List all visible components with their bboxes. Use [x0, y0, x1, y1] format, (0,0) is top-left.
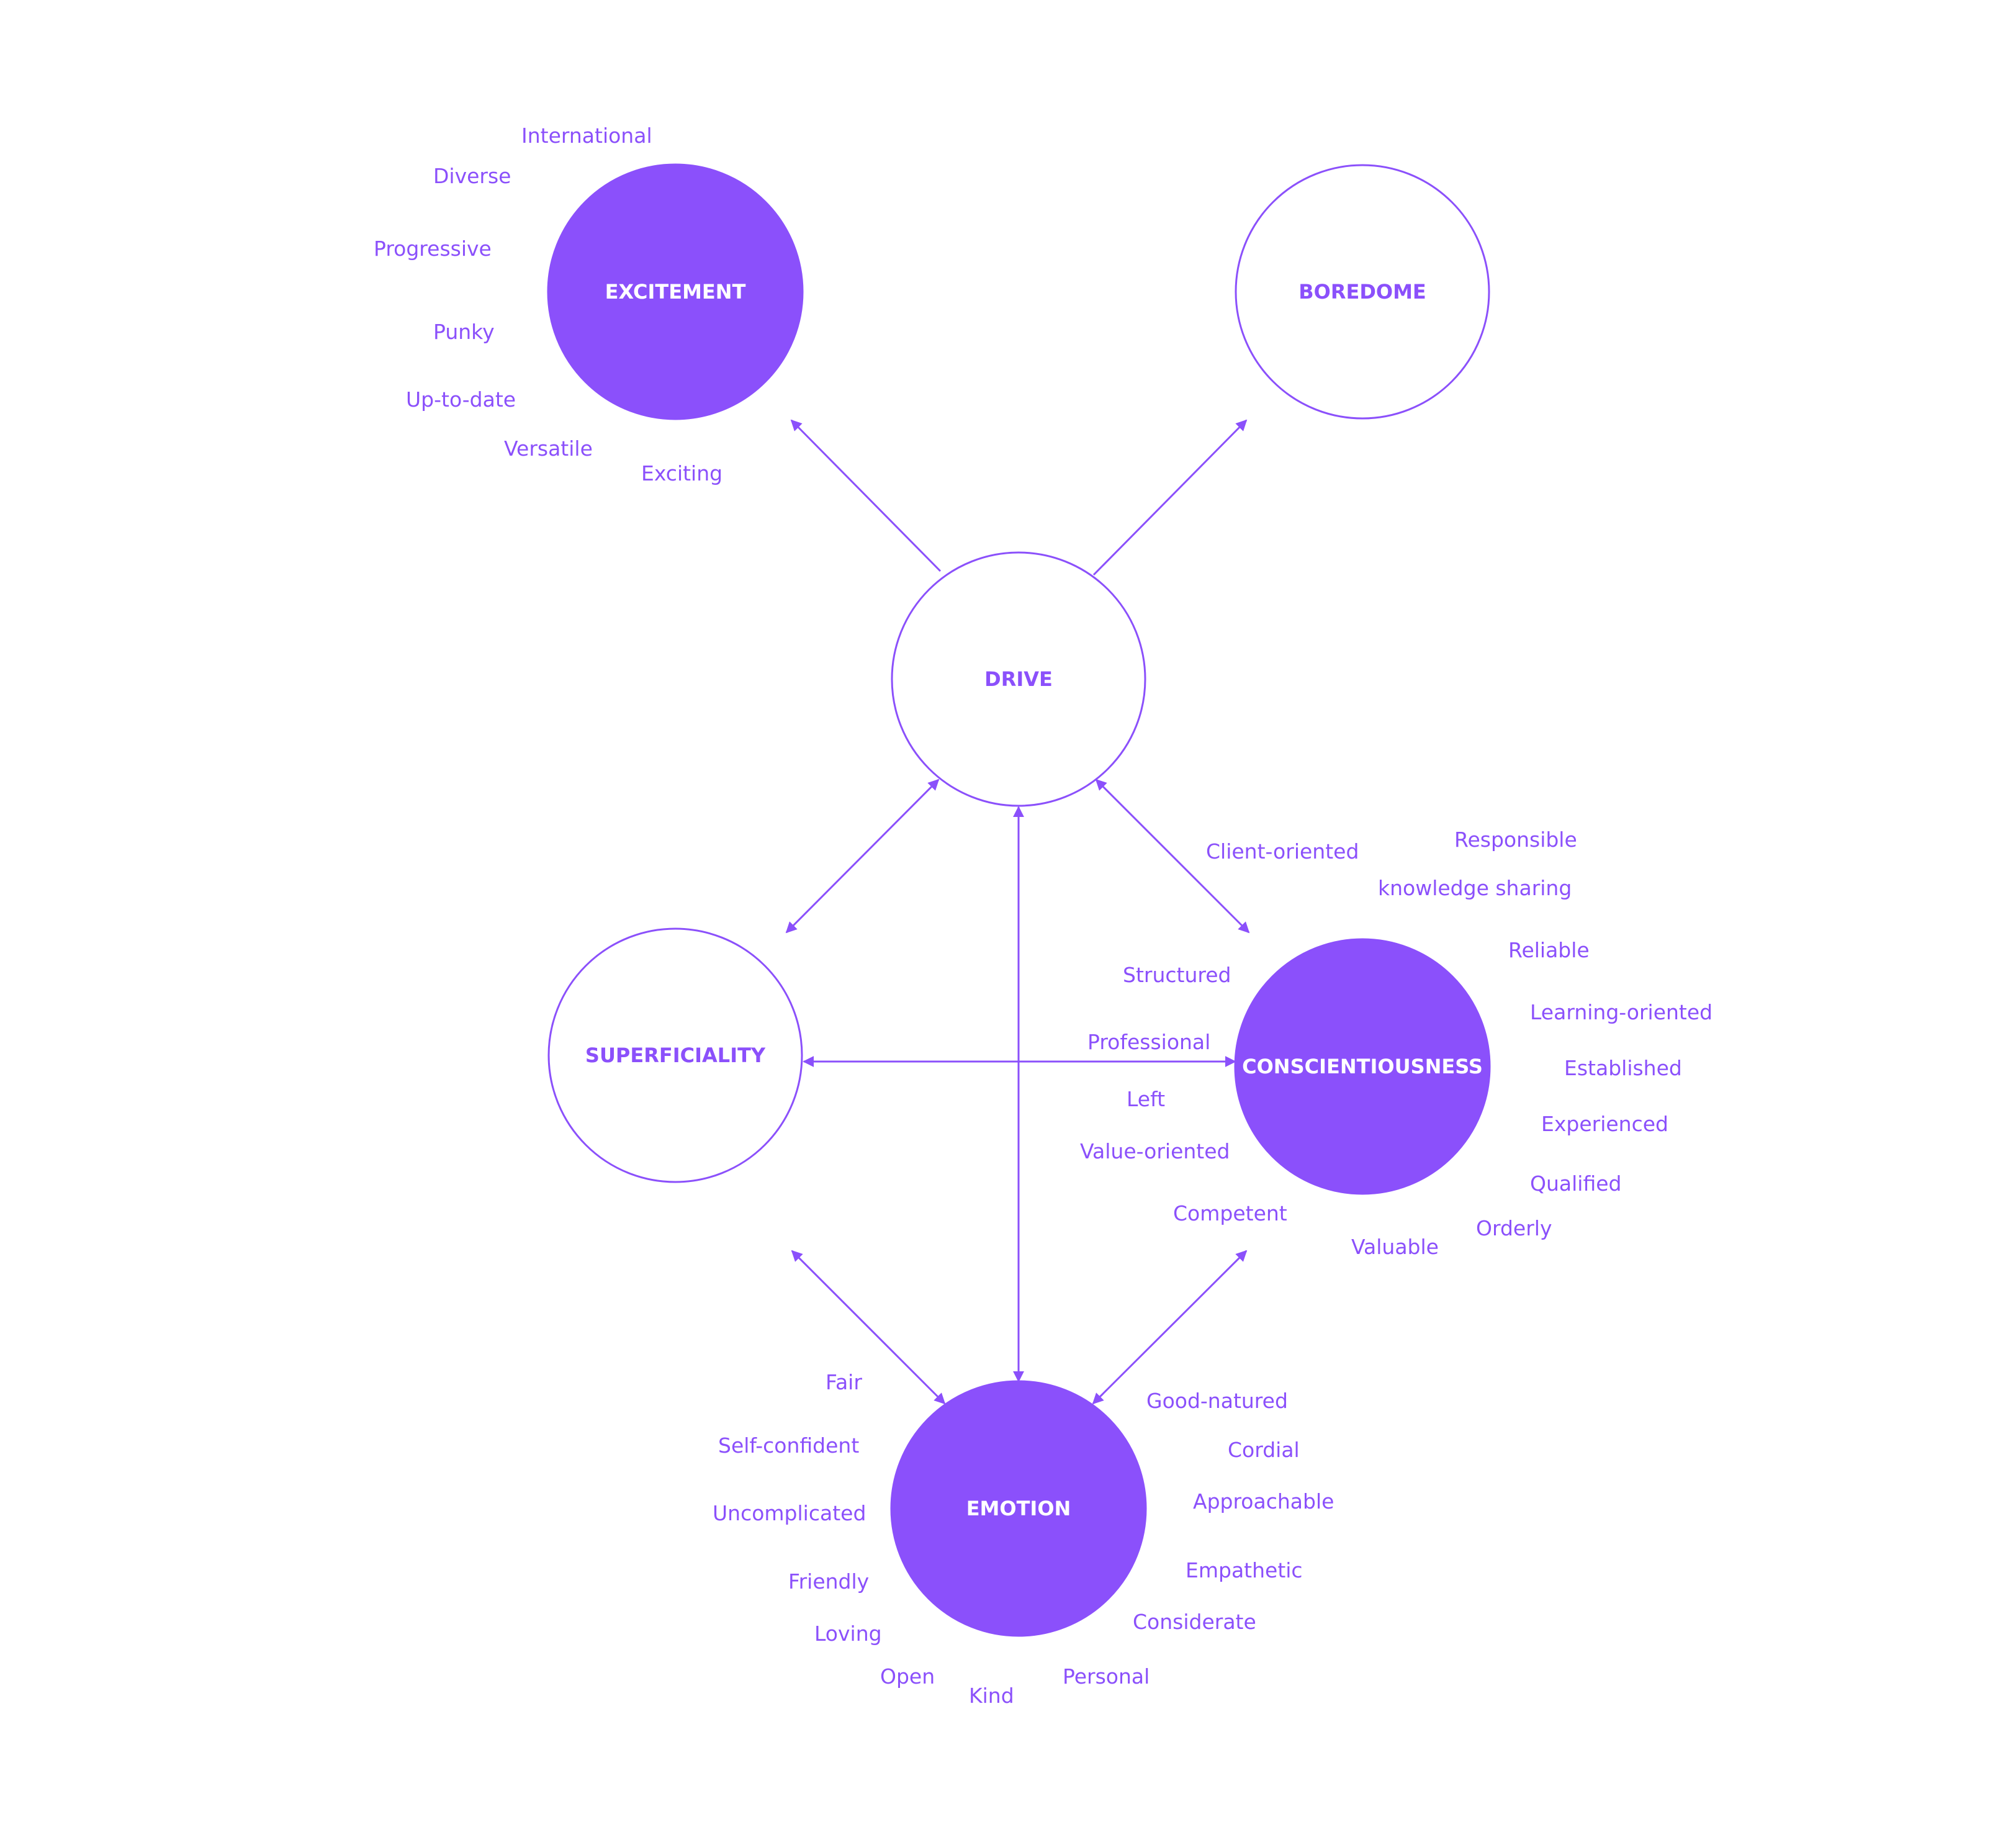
word-left: Left — [1127, 1087, 1165, 1111]
word-reliable: Reliable — [1508, 938, 1590, 962]
arrow-drive-to-boredome — [1092, 419, 1248, 576]
arrow-superficiality-emotion — [791, 1250, 946, 1405]
word-considerate: Considerate — [1133, 1610, 1256, 1634]
node-drive: DRIVE — [891, 551, 1146, 807]
word-open: Open — [880, 1664, 935, 1689]
arrow-drive-to-excitement — [790, 419, 942, 572]
node-boredome: BOREDOME — [1235, 164, 1490, 420]
word-loving: Loving — [814, 1621, 882, 1646]
word-established: Established — [1564, 1056, 1682, 1080]
word-friendly: Friendly — [788, 1569, 869, 1594]
word-valuable: Valuable — [1351, 1235, 1439, 1259]
node-label-excitement: EXCITEMENT — [605, 280, 746, 304]
word-experienced: Experienced — [1541, 1112, 1668, 1136]
conscientiousness-words: Client-oriented Responsible knowledge sh… — [1080, 828, 1712, 1259]
node-circle — [890, 1380, 1147, 1637]
node-label-emotion: EMOTION — [966, 1497, 1071, 1520]
word-punky: Punky — [433, 320, 495, 344]
connectors — [785, 419, 1250, 1405]
word-learning-oriented: Learning-oriented — [1530, 1000, 1712, 1024]
word-cordial: Cordial — [1228, 1438, 1300, 1462]
word-fair: Fair — [826, 1370, 862, 1394]
word-up-to-date: Up-to-date — [406, 387, 516, 412]
excitement-words: International Diverse Progressive Punky … — [374, 124, 722, 485]
node-emotion: EMOTION — [890, 1380, 1147, 1637]
emotion-words: Fair Good-natured Self-confident Cordial… — [713, 1370, 1334, 1708]
word-versatile: Versatile — [504, 436, 593, 461]
node-circle — [547, 163, 804, 420]
word-approachable: Approachable — [1193, 1489, 1334, 1513]
node-circle — [1234, 938, 1491, 1195]
word-kind: Kind — [969, 1684, 1014, 1708]
arrow-drive-superficiality — [785, 778, 940, 934]
node-circle — [1235, 164, 1490, 420]
node-label-drive: DRIVE — [984, 667, 1053, 691]
word-uncomplicated: Uncomplicated — [713, 1501, 866, 1525]
node-label-boredome: BOREDOME — [1298, 280, 1426, 304]
word-knowledge-sharing: knowledge sharing — [1378, 876, 1572, 900]
node-circle — [891, 551, 1146, 807]
word-international: International — [521, 124, 652, 148]
arrow-drive-conscientiousness — [1095, 778, 1250, 934]
arrow-conscientiousness-emotion — [1092, 1250, 1248, 1405]
word-progressive: Progressive — [374, 237, 492, 261]
word-empathetic: Empathetic — [1186, 1558, 1303, 1582]
word-self-confident: Self-confident — [718, 1433, 859, 1458]
word-professional: Professional — [1087, 1030, 1210, 1054]
node-label-conscientiousness: CONSCIENTIOUSNESS — [1242, 1055, 1483, 1078]
word-exciting: Exciting — [641, 461, 722, 485]
word-orderly: Orderly — [1476, 1216, 1552, 1240]
word-value-oriented: Value-oriented — [1080, 1139, 1230, 1163]
word-personal: Personal — [1063, 1664, 1150, 1689]
node-circle — [547, 927, 803, 1183]
word-qualified: Qualified — [1530, 1171, 1622, 1196]
node-conscientiousness: CONSCIENTIOUSNESS — [1234, 938, 1491, 1195]
word-responsible: Responsible — [1454, 828, 1577, 852]
word-structured: Structured — [1123, 963, 1231, 987]
node-superficiality: SUPERFICIALITY — [547, 927, 803, 1183]
word-client-oriented: Client-oriented — [1206, 839, 1359, 864]
word-good-natured: Good-natured — [1146, 1389, 1288, 1413]
word-competent: Competent — [1173, 1201, 1287, 1225]
word-diverse: Diverse — [433, 164, 511, 188]
node-label-superficiality: SUPERFICIALITY — [585, 1044, 766, 1067]
node-excitement: EXCITEMENT — [547, 163, 804, 420]
